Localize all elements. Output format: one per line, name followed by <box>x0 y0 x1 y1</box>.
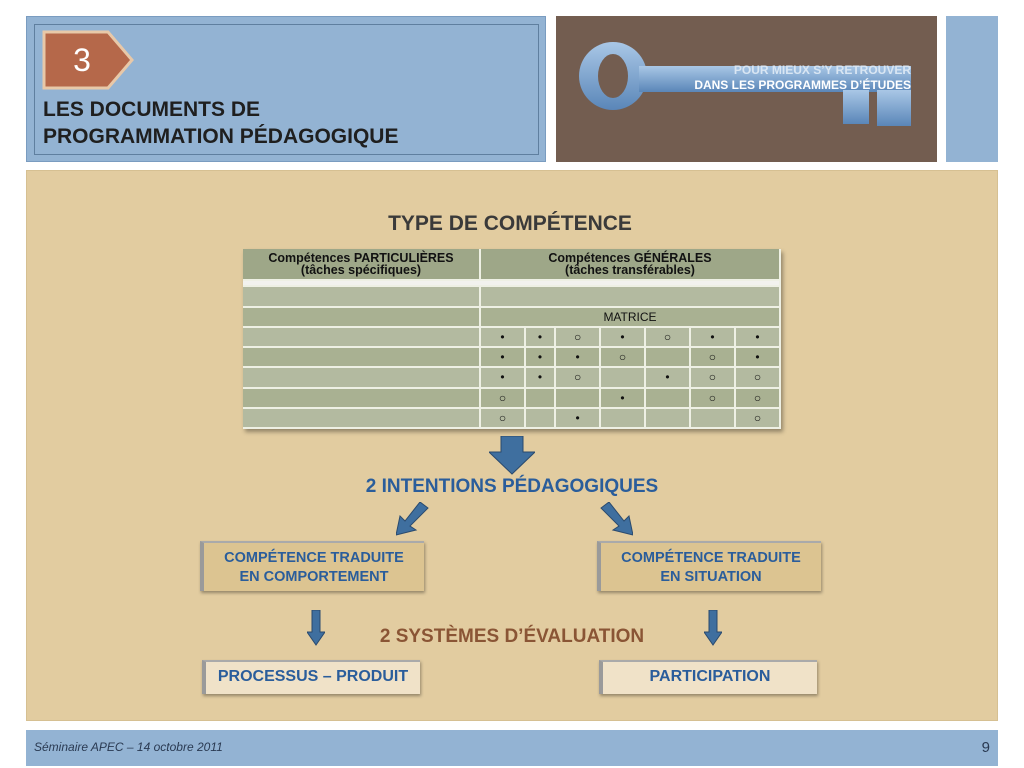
matrix-cell: • <box>480 367 526 389</box>
matrix-cell: • <box>555 407 602 430</box>
box-situation-line1: COMPÉTENCE TRADUITE <box>621 550 801 566</box>
footer-text: Séminaire APEC – 14 octobre 2011 <box>34 740 223 754</box>
matrix-cell <box>555 387 602 409</box>
matrix-cell: • <box>524 326 557 349</box>
matrix-header-row: Compétences PARTICULIÈRES (tâches spécif… <box>243 249 781 282</box>
matrix-cell: ○ <box>480 387 526 409</box>
matrix-cell: ○ <box>734 407 782 430</box>
matrix-cell: ○ <box>734 367 782 389</box>
matrix-label: MATRICE <box>480 306 781 328</box>
table-row: ○ • ○ <box>243 407 782 430</box>
header-particulieres-line1: Compétences PARTICULIÈRES <box>268 251 454 266</box>
matrix-cell: • <box>645 367 691 389</box>
box-comportement: COMPÉTENCE TRADUITE EN COMPORTEMENT <box>200 541 424 591</box>
matrix-cell: ○ <box>689 347 736 369</box>
table-row: ○ • ○ ○ <box>243 387 782 409</box>
table-row: MATRICE <box>243 306 781 328</box>
header-generales-line2: (tâches transférables) <box>565 263 695 278</box>
box-situation: COMPÉTENCE TRADUITE EN SITUATION <box>597 541 821 591</box>
box-comportement-line2: EN COMPORTEMENT <box>239 569 389 585</box>
matrix-cell: ○ <box>555 326 602 349</box>
matrix-cell: • <box>734 326 782 349</box>
section-title-line2: PROGRAMMATION PÉDAGOGIQUE <box>43 125 399 148</box>
table-row: • • ○ • ○ ○ <box>243 367 782 389</box>
matrix-cell: • <box>600 387 646 409</box>
matrix-separator <box>243 280 781 288</box>
matrix-cell: • <box>524 367 557 389</box>
competence-matrix: Compétences PARTICULIÈRES (tâches spécif… <box>243 249 782 430</box>
matrix-cell <box>524 387 557 409</box>
matrix-cell <box>645 387 691 409</box>
section-title-line1: LES DOCUMENTS DE <box>43 98 261 121</box>
matrix-cell: • <box>480 347 526 369</box>
matrix-cell: • <box>600 326 646 349</box>
table-row <box>243 286 781 308</box>
arrow-down-right-icon <box>600 502 633 536</box>
matrix-cell: • <box>480 326 526 349</box>
section-number: 3 <box>73 42 91 78</box>
page-number: 9 <box>981 739 990 756</box>
table-row: • • ○ • ○ • • <box>243 326 782 349</box>
arrow-down-left-icon <box>396 502 429 536</box>
matrix-cell: ○ <box>689 367 736 389</box>
header-frame <box>34 24 539 155</box>
footer-bar <box>26 730 998 766</box>
section-badge-icon <box>42 30 134 90</box>
systemes-heading: 2 SYSTÈMES D’ÉVALUATION <box>379 626 645 647</box>
matrix-cell: ○ <box>689 387 736 409</box>
matrix-cell <box>645 347 691 369</box>
box-comportement-line1: COMPÉTENCE TRADUITE <box>224 550 404 566</box>
header-generales-line1: Compétences GÉNÉRALES <box>548 251 712 266</box>
matrix-cell <box>524 407 557 430</box>
matrix-cell: ○ <box>480 407 526 430</box>
arrow-down-icon <box>704 610 722 646</box>
matrix-cell: • <box>734 347 782 369</box>
type-title: TYPE DE COMPÉTENCE <box>388 212 632 235</box>
tagline-line2: DANS LES PROGRAMMES D’ÉTUDES <box>694 78 911 92</box>
box-participation: PARTICIPATION <box>599 660 817 694</box>
matrix-cell <box>600 407 646 430</box>
arrow-down-icon <box>489 436 535 475</box>
header-particulieres: Compétences PARTICULIÈRES (tâches spécif… <box>243 249 481 282</box>
tagline-line1: POUR MIEUX S’Y RETROUVER <box>733 63 911 77</box>
matrix-cell: • <box>524 347 557 369</box>
header-particulieres-line2: (tâches spécifiques) <box>300 263 422 278</box>
box-situation-line2: EN SITUATION <box>660 569 762 585</box>
matrix-cell: ○ <box>555 367 602 389</box>
arrow-down-icon <box>307 610 325 646</box>
matrix-cell: • <box>555 347 602 369</box>
matrix-cell <box>645 407 691 430</box>
matrix-cell: ○ <box>600 347 646 369</box>
key-icon <box>579 42 911 126</box>
matrix-cell: • <box>689 326 736 349</box>
header-strip <box>946 16 998 162</box>
header-generales: Compétences GÉNÉRALES (tâches transférab… <box>480 249 781 282</box>
matrix-cell <box>600 367 646 389</box>
table-row: • • • ○ ○ • <box>243 347 782 369</box>
section-title: LES DOCUMENTS DE PROGRAMMATION PÉDAGOGIQ… <box>43 96 543 150</box>
matrix-cell: ○ <box>734 387 782 409</box>
matrix-cell <box>689 407 736 430</box>
box-processus-produit: PROCESSUS – PRODUIT <box>202 660 420 694</box>
intentions-heading: 2 INTENTIONS PÉDAGOGIQUES <box>365 476 659 497</box>
matrix-cell: ○ <box>645 326 691 349</box>
